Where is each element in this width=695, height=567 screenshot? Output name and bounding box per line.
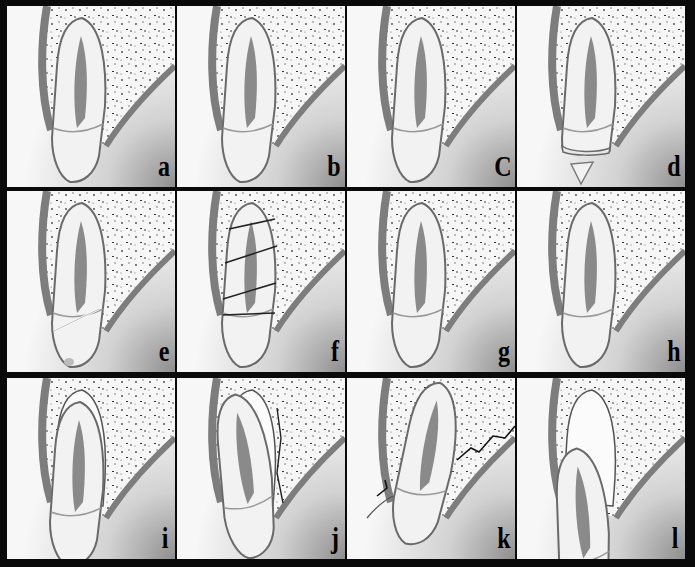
panel-letter: h [667, 336, 680, 366]
panel-letter: g [498, 336, 510, 366]
panel-letter: l [672, 523, 679, 553]
panel-letter: d [667, 151, 680, 181]
panel-letter: i [162, 523, 169, 553]
panel-letter: b [327, 151, 340, 181]
panel-letter: a [158, 151, 170, 181]
panel-letter: k [497, 523, 510, 553]
panel-letter: f [331, 336, 339, 366]
panel-letter: j [331, 523, 339, 553]
panel-letter: e [159, 336, 170, 366]
panel-letter: C [494, 151, 511, 181]
